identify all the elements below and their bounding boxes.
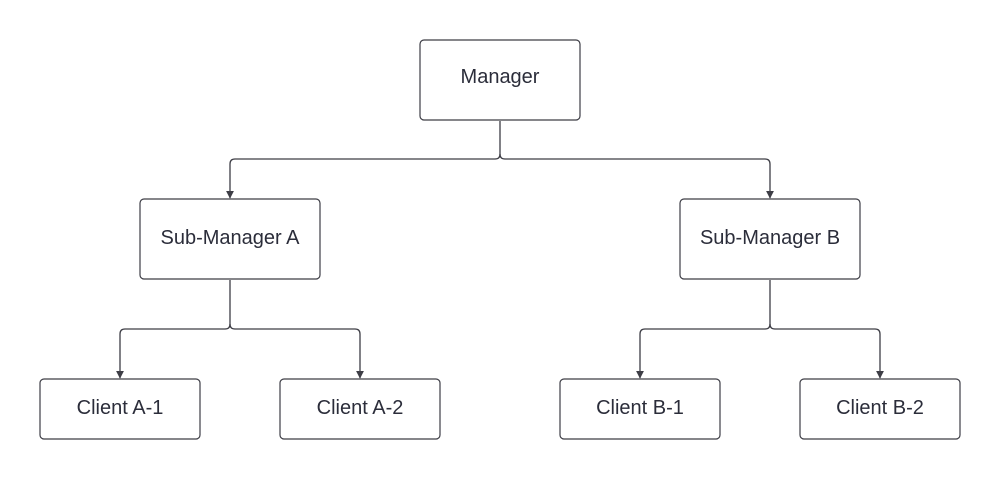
node-client-a1: Client A-1 [39,378,201,440]
node-sub-manager-a-label: Sub-Manager A [161,227,301,249]
node-sub-manager-a: Sub-Manager A [139,198,321,280]
edge-sub-b-client-b2 [769,323,884,379]
node-manager-label: Manager [461,66,540,88]
edge-manager-sub-b [499,153,774,199]
node-client-b2-label: Client B-2 [836,397,924,419]
edge-sub-b-client-b1 [636,280,771,379]
node-sub-manager-b: Sub-Manager B [679,198,861,280]
edge-sub-a-client-a2 [229,323,364,379]
node-client-a2: Client A-2 [279,378,441,440]
edge-sub-a-client-a1 [116,280,231,379]
node-client-b2: Client B-2 [799,378,961,440]
edge-manager-sub-a [226,121,501,199]
node-manager: Manager [419,39,581,121]
node-client-a2-label: Client A-2 [317,397,404,419]
node-client-a1-label: Client A-1 [77,397,164,419]
node-client-b1-label: Client B-1 [596,397,684,419]
node-client-b1: Client B-1 [559,378,721,440]
connectors [116,121,884,379]
node-sub-manager-b-label: Sub-Manager B [700,227,840,249]
